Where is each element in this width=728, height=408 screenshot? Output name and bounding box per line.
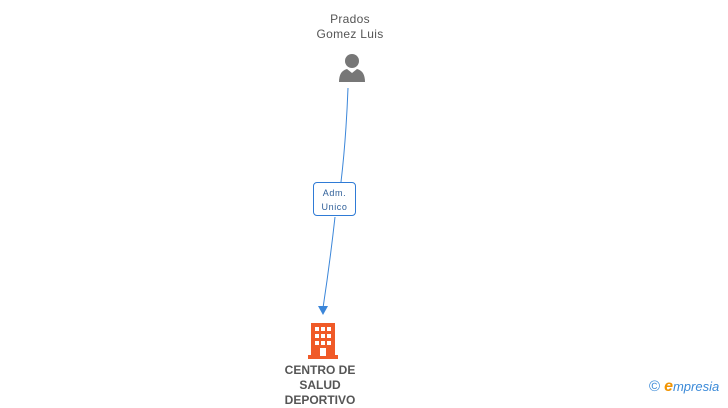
person-name-line1: Prados bbox=[330, 12, 370, 26]
person-name-line2: Gomez Luis bbox=[316, 27, 384, 41]
role-line1: Adm. bbox=[322, 188, 347, 198]
role-badge[interactable]: Adm. Unico bbox=[313, 182, 356, 216]
person-icon[interactable] bbox=[336, 52, 368, 84]
company-name-line1: CENTRO DE bbox=[284, 363, 356, 377]
edge-role-to-company bbox=[322, 216, 336, 309]
brand-rest: mpresia bbox=[672, 379, 720, 394]
edge-person-to-role bbox=[340, 87, 349, 183]
copyright-icon: © bbox=[649, 378, 661, 395]
company-name-line2: SALUD bbox=[299, 378, 341, 392]
role-line2: Unico bbox=[321, 202, 348, 212]
edge-arrowhead bbox=[318, 306, 328, 315]
building-icon[interactable] bbox=[307, 323, 339, 359]
company-name-line3: DEPORTIVO bbox=[284, 393, 356, 407]
brand-initial: e bbox=[664, 378, 673, 395]
person-name[interactable]: Prados Gomez Luis bbox=[270, 12, 430, 42]
company-name[interactable]: CENTRO DE SALUD DEPORTIVO bbox=[250, 363, 390, 408]
empresia-watermark: ©empresia bbox=[649, 378, 719, 398]
